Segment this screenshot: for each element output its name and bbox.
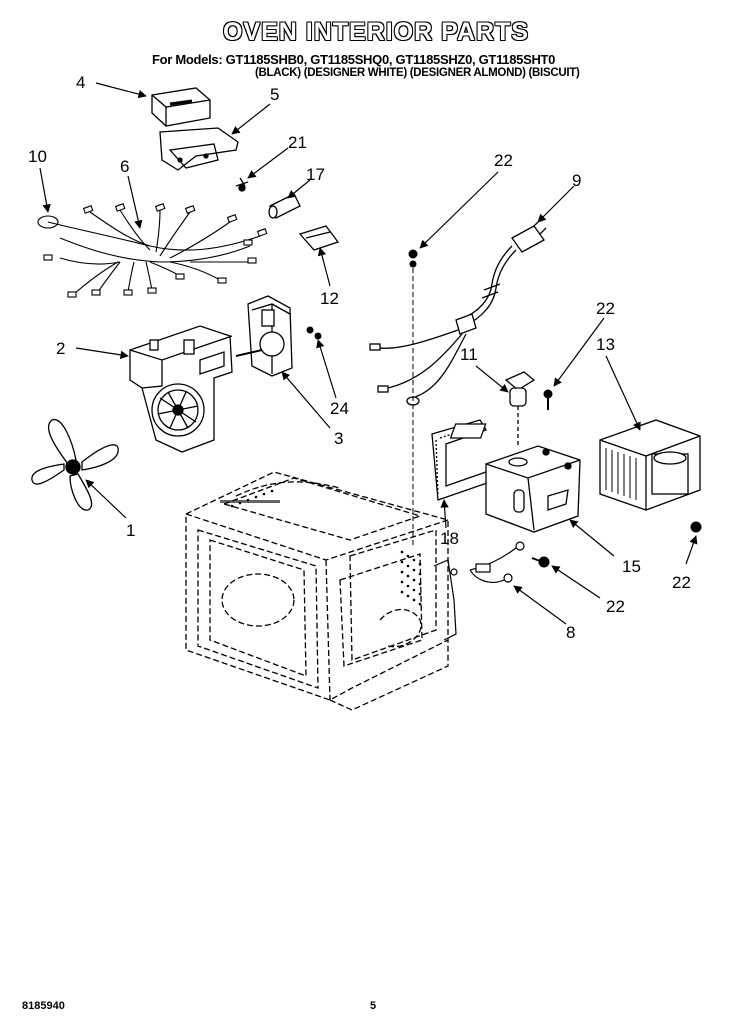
screw-part-22-top <box>408 249 418 268</box>
callout-5: 5 <box>270 85 279 104</box>
screw-part-22-low <box>531 556 550 568</box>
callout-3: 3 <box>334 429 343 448</box>
callout-11: 11 <box>460 345 478 364</box>
wire-harness-part <box>37 203 268 298</box>
callout-labels: 4 5 21 10 6 17 12 22 9 22 13 11 2 24 3 1… <box>28 73 691 642</box>
screw-part-24 <box>306 326 322 340</box>
fan-motor-bracket-part <box>129 325 233 453</box>
callout-22-right: 22 <box>672 573 691 592</box>
callout-22-mid: 22 <box>596 299 615 318</box>
page-number: 5 <box>370 1000 377 1012</box>
screw-part-22-mid <box>543 389 553 410</box>
callout-24: 24 <box>330 399 349 418</box>
cavity-side-bracket <box>433 559 457 641</box>
fuse-part <box>268 193 301 219</box>
callout-6: 6 <box>120 157 129 176</box>
cavity-vent-pattern <box>220 500 280 503</box>
callout-17: 17 <box>306 165 325 184</box>
waveguide-part <box>485 445 581 533</box>
screw-part-21 <box>235 177 249 192</box>
callout-21: 21 <box>288 133 307 152</box>
capacitor-bracket-part <box>159 127 239 171</box>
ground-wire-part <box>450 541 525 583</box>
fan-blade-part <box>31 419 119 511</box>
callout-13: 13 <box>596 335 615 354</box>
page-title: OVEN INTERIOR PARTS <box>222 18 530 46</box>
callout-15: 15 <box>622 557 641 576</box>
color-list: (BLACK) (DESIGNER WHITE) (DESIGNER ALMON… <box>255 67 580 79</box>
leader-lines <box>39 82 698 625</box>
cavity-vent-holes <box>230 489 422 606</box>
fuse-holder-part <box>298 225 340 251</box>
oven-cavity-outline <box>185 471 449 711</box>
magnetron-part <box>449 419 701 511</box>
fan-motor-part <box>235 295 293 377</box>
callout-4: 4 <box>76 73 85 92</box>
capacitor-part <box>151 87 211 127</box>
callout-18: 18 <box>440 529 459 548</box>
screw-part-22-right <box>690 521 702 533</box>
diode-part <box>504 371 536 446</box>
callout-9: 9 <box>572 171 581 190</box>
callout-22-top: 22 <box>494 151 513 170</box>
callout-8: 8 <box>566 623 575 642</box>
callout-12: 12 <box>320 289 339 308</box>
model-list: For Models: GT1185SHB0, GT1185SHQ0, GT11… <box>152 52 556 67</box>
callout-1: 1 <box>126 521 135 540</box>
callout-2: 2 <box>56 339 65 358</box>
document-number: 8185940 <box>22 1000 65 1012</box>
callout-10: 10 <box>28 147 47 166</box>
callout-22-low: 22 <box>606 597 625 616</box>
